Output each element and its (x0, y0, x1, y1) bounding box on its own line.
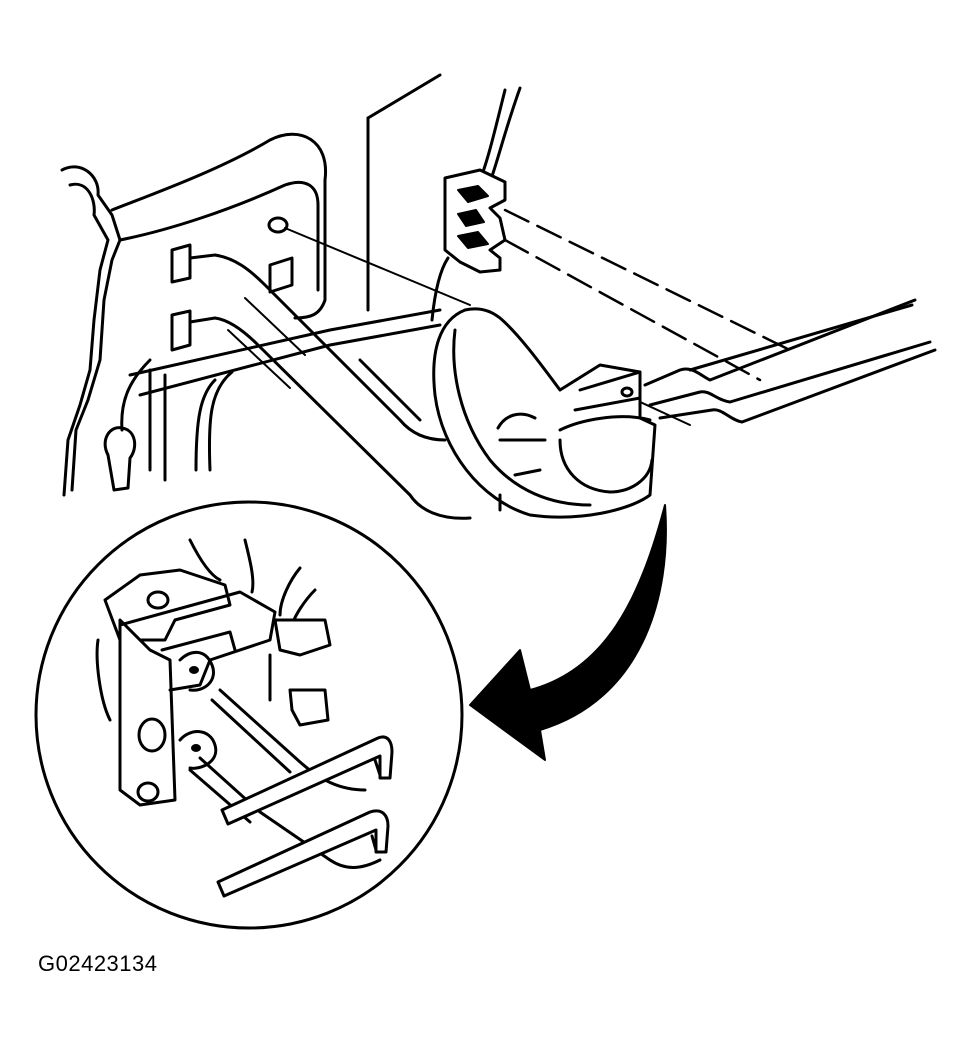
detail-view (34, 500, 464, 930)
upper-line-clip (430, 86, 522, 322)
leader-line-lower (503, 238, 762, 382)
curved-arrow-icon (469, 504, 667, 761)
lower-line-clip (432, 307, 657, 519)
leader-line-upper (503, 208, 792, 352)
leader-line-hole (284, 227, 471, 306)
figure-code-label: G02423134 (38, 951, 158, 976)
brake-lines-main (188, 253, 937, 520)
frame-panel (60, 73, 442, 497)
